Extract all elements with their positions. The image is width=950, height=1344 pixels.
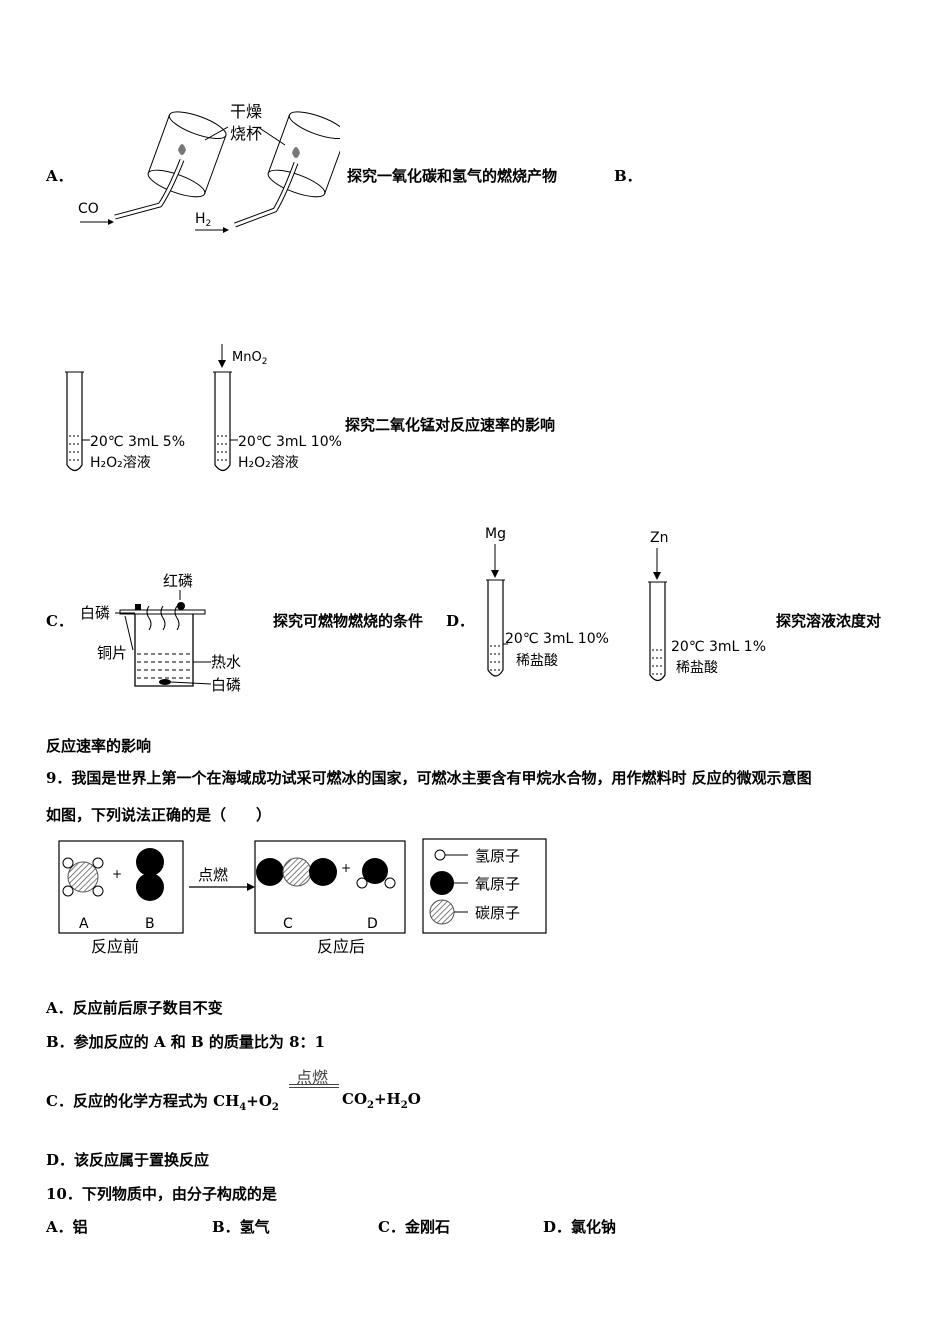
q9-option-d[interactable]: D．该反应属于置换反应 [46,1151,210,1169]
option-b-caption: 探究二氧化锰对反应速率的影响 [345,416,556,434]
q9-option-c-products: CO2+H2O [342,1090,421,1111]
after-box [254,840,406,934]
option-a-letter: A． [46,167,73,185]
q10-stem: 10．下列物质中，由分子构成的是 [46,1185,277,1203]
option-c-letter: C． [46,612,73,630]
gas-h2-label: H2 [195,211,211,229]
tube2-label: 20℃ 3mL 10% [238,434,342,450]
label-d: D [367,916,378,932]
option-b-letter: B． [614,167,642,185]
white-p-label: 白磷 [80,604,110,622]
q10-option-d[interactable]: D．氯化钠 [543,1218,617,1236]
q9-stem-line2: 如图，下列说法正确的是（ ） [46,806,272,824]
option-a-figure: 干燥 烧杯 CO H2 [78,102,340,233]
q10-option-b[interactable]: B．氢气 [212,1218,270,1236]
option-c-caption: 探究可燃物燃烧的条件 [273,612,424,630]
red-p-label: 红磷 [163,572,193,590]
q10-option-a[interactable]: A．铝 [46,1218,88,1236]
legend-h: 氢原子 [475,847,520,865]
q9-option-b[interactable]: B．参加反应的 A 和 B 的质量比为 8：1 [46,1033,325,1051]
arrow-label: 点燃 [198,866,228,884]
option-b-figure: 20℃ 3mL 5% H₂O₂溶液 MnO2 20℃ 3mL 10% H₂O₂溶… [65,344,342,472]
mg-tube-solution: 稀盐酸 [516,653,558,669]
copper-label: 铜片 [97,644,127,662]
tube1-solution: H₂O₂溶液 [90,455,151,471]
label-a: A [79,916,89,932]
svg-text:+: + [341,861,351,875]
reaction-diagram: + A B 反应前 点燃 + C D 反应后 氢原子 氧原子 碳原子 [58,838,547,956]
q10-option-c[interactable]: C．金刚石 [378,1218,450,1236]
option-d-letter: D． [446,612,475,630]
tube1-label: 20℃ 3mL 5% [90,434,185,450]
option-c-figure: 红磷 白磷 铜片 热水 白磷 [80,572,241,694]
before-label: 反应前 [91,937,139,956]
label-b: B [145,916,155,932]
zn-tube-label: 20℃ 3mL 1% [671,639,766,655]
legend-c: 碳原子 [475,904,520,922]
hot-water-label: 热水 [211,653,241,671]
zn-tube-solution: 稀盐酸 [676,660,718,676]
mg-label: Mg [485,526,506,542]
after-label: 反应后 [317,937,365,956]
svg-text:+: + [112,867,122,881]
option-d-caption-2: 反应速率的影响 [46,737,152,755]
label-c: C [283,916,293,932]
white-p2-label: 白磷 [211,676,241,694]
reaction-condition: 点燃 [296,1068,329,1087]
tube2-solution: H₂O₂溶液 [238,455,299,471]
gas-co-label: CO [78,201,99,217]
option-a-caption: 探究一氧化碳和氢气的燃烧产物 [347,167,558,185]
mno2-label: MnO2 [232,350,267,367]
option-d-figure: Mg 20℃ 3mL 10% 稀盐酸 Zn 20℃ 3mL 1% 稀盐酸 [485,526,766,682]
zn-label: Zn [650,530,668,546]
mg-tube-label: 20℃ 3mL 10% [505,631,609,647]
equation-double-line [289,1084,339,1088]
option-d-caption-1: 探究溶液浓度对 [776,612,882,630]
q9-option-a[interactable]: A．反应前后原子数目不变 [46,999,223,1017]
before-box [58,840,184,934]
q9-option-c[interactable]: C．反应的化学方程式为 CH4+O2 [46,1092,279,1113]
legend-box [422,838,547,934]
legend-o: 氧原子 [475,875,520,893]
q9-stem-line1: 9．我国是世界上第一个在海域成功试采可燃冰的国家，可燃冰主要含有甲烷水合物，用作… [46,769,812,787]
dry-label-1: 干燥 [230,102,262,121]
dry-label-2: 烧杯 [230,124,262,143]
